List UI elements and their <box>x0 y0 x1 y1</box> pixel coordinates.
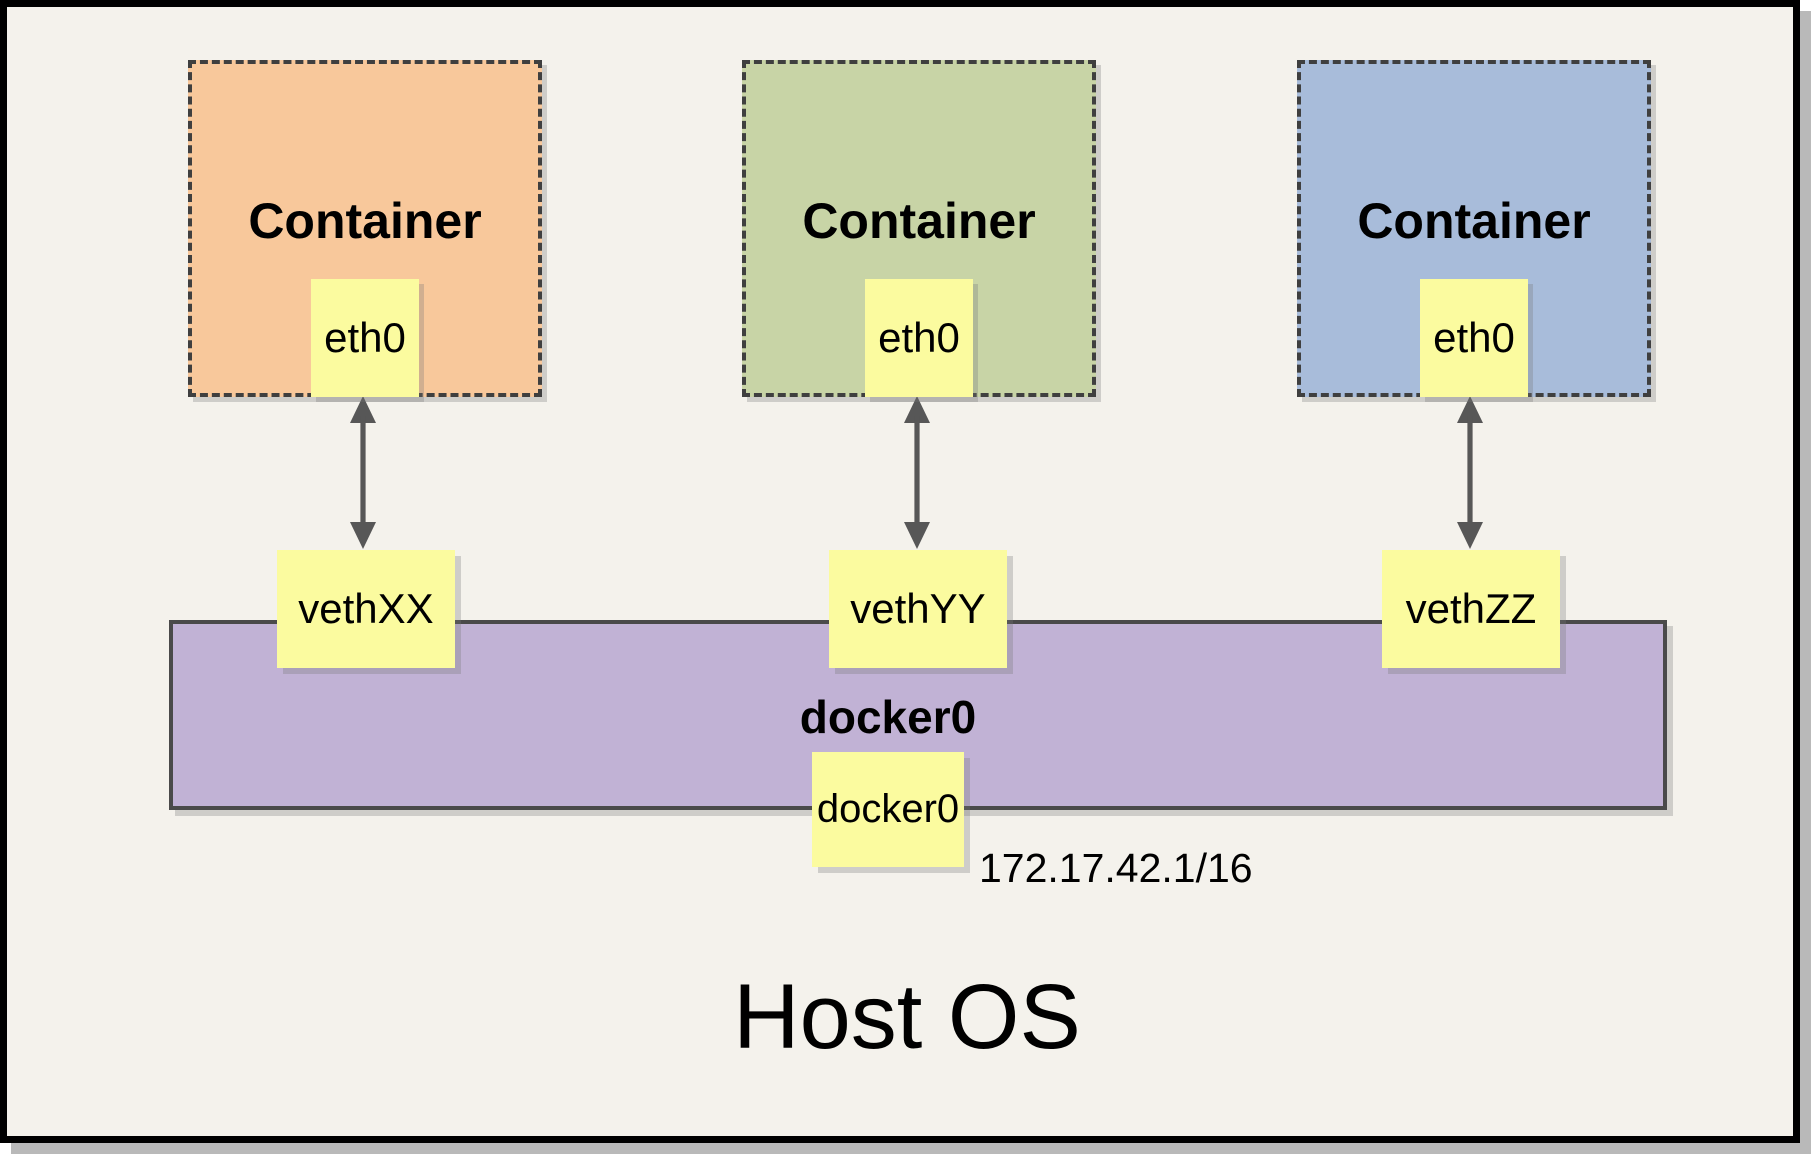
container-1-title: Container <box>248 193 482 249</box>
container-1-eth0-box: eth0 <box>311 279 419 397</box>
double-arrow-icon <box>904 396 930 549</box>
double-arrow-icon <box>350 396 376 549</box>
docker0-interface-label: docker0 <box>816 787 960 831</box>
container-box-2: Container eth0 <box>742 60 1096 397</box>
container-3-title: Container <box>1357 193 1591 249</box>
vethYY-box: vethYY <box>829 550 1007 668</box>
container-3-eth0-box: eth0 <box>1420 279 1528 397</box>
container-2-eth0-box: eth0 <box>865 279 973 397</box>
vethXX-box: vethXX <box>277 550 455 668</box>
container-3-eth0-label: eth0 <box>1433 314 1515 361</box>
vethXX-label: vethXX <box>298 585 434 632</box>
double-arrow-icon <box>1457 396 1483 549</box>
host-os-label: Host OS <box>733 966 1081 1068</box>
vethYY-label: vethYY <box>850 585 986 632</box>
container-1-eth0-label: eth0 <box>324 314 406 361</box>
container-box-3: Container eth0 <box>1297 60 1651 397</box>
docker0-interface-box: docker0 <box>812 752 964 867</box>
docker0-bridge-label: docker0 <box>799 691 977 743</box>
docker0-ip-address: 172.17.42.1/16 <box>979 845 1253 891</box>
container-2-eth0-label: eth0 <box>878 314 960 361</box>
container-box-1: Container eth0 <box>188 60 542 397</box>
container-2-title: Container <box>802 193 1036 249</box>
vethZZ-label: vethZZ <box>1405 585 1537 632</box>
vethZZ-box: vethZZ <box>1382 550 1560 668</box>
